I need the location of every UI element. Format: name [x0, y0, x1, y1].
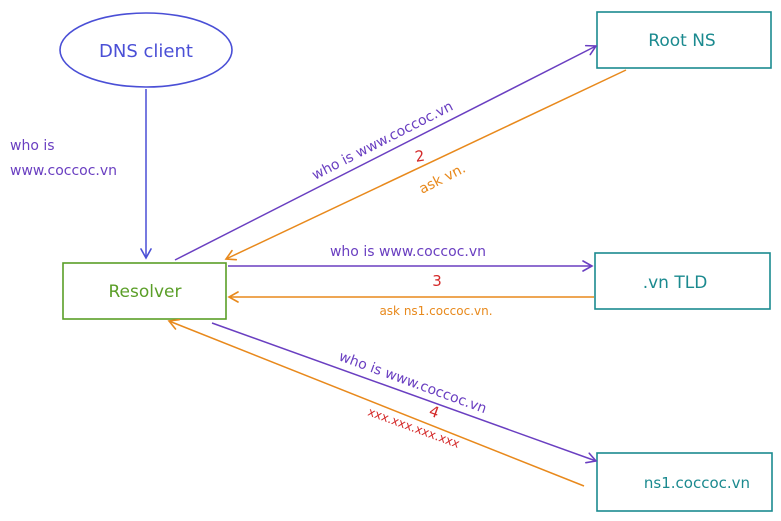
client-query-line1: who is	[10, 138, 55, 154]
answer-root-label: ask vn.	[417, 161, 469, 198]
answer-tld-label: ask ns1.coccoc.vn.	[379, 304, 492, 318]
answer-ns1-arrow	[167, 318, 585, 487]
query-ns1-label: who is www.coccoc.vn	[337, 349, 489, 417]
step-4-label: 4	[427, 402, 442, 422]
dns-client-label: DNS client	[99, 41, 193, 62]
query-ns1-arrow	[211, 322, 598, 464]
ns1-label: ns1.coccoc.vn	[644, 474, 750, 492]
dns-client-node: DNS client	[59, 12, 233, 88]
resolver-label: Resolver	[109, 282, 182, 302]
step-2-label: 2	[414, 147, 427, 166]
root-ns-label: Root NS	[648, 31, 715, 51]
query-tld-label: who is www.coccoc.vn	[330, 244, 486, 260]
answer-ns1-label: xxx.xxx.xxx.xxx	[366, 405, 462, 451]
ns1-node: ns1.coccoc.vn	[596, 452, 773, 512]
answer-root-arrow	[224, 69, 627, 261]
vn-tld-label: .vn TLD	[643, 273, 708, 293]
root-ns-node: Root NS	[596, 11, 772, 69]
query-root-label: who is www.coccoc.vn	[310, 98, 456, 183]
step-3-label: 3	[432, 272, 442, 290]
query-root-arrow	[174, 44, 598, 261]
vn-tld-node: .vn TLD	[594, 252, 771, 310]
resolver-node: Resolver	[62, 262, 227, 320]
client-query-line2: www.coccoc.vn	[10, 163, 117, 179]
